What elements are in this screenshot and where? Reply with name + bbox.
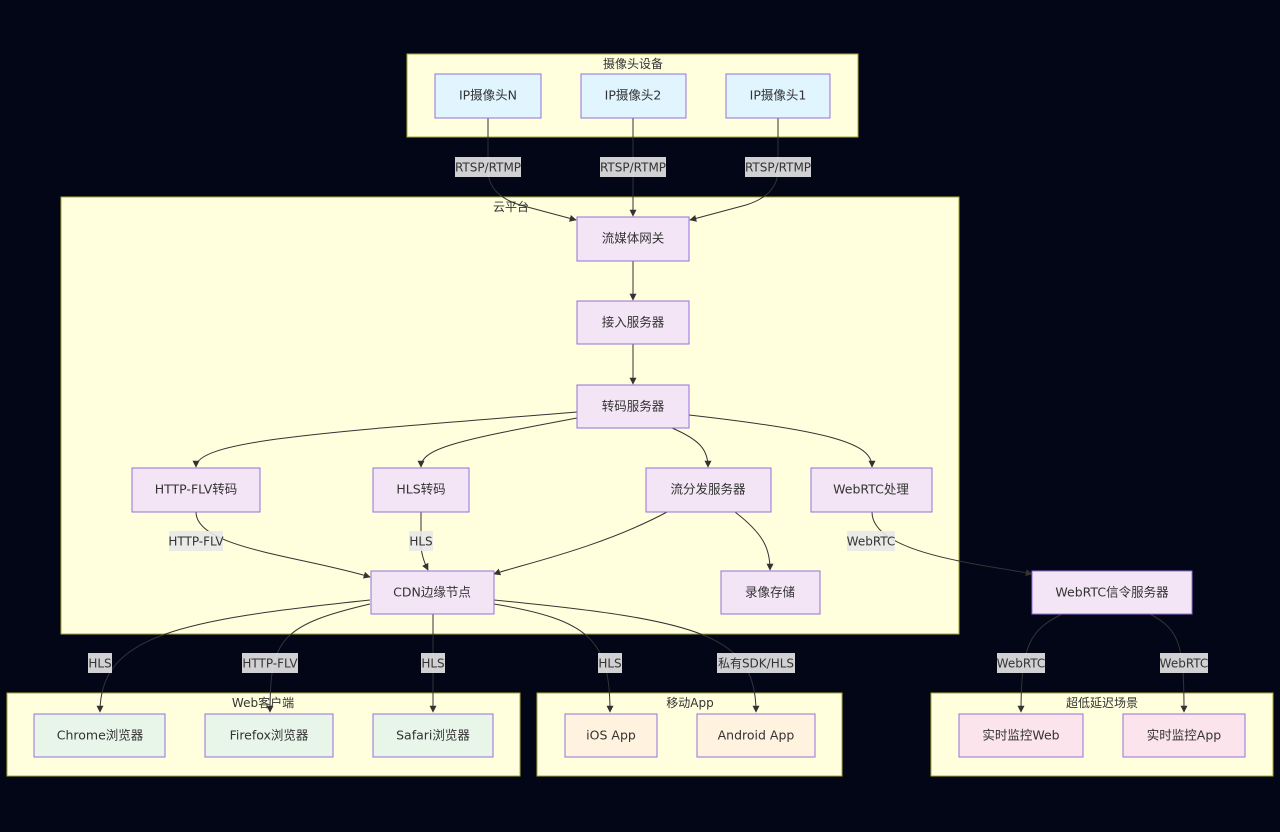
- node-safari-browser[interactable]: Safari浏览器: [372, 713, 494, 758]
- node-label: iOS App: [586, 728, 636, 743]
- edge-label-signal-web: WebRTC: [997, 653, 1046, 673]
- node-chrome-browser[interactable]: Chrome浏览器: [33, 713, 166, 758]
- node-label: HTTP-FLV转码: [155, 482, 238, 497]
- group-web-title: Web客户端: [232, 695, 294, 710]
- node-stream-gateway[interactable]: 流媒体网关: [576, 216, 690, 262]
- edge-label-text: HLS: [598, 657, 621, 671]
- node-label: IP摄像头N: [459, 88, 517, 103]
- node-label: Chrome浏览器: [57, 728, 144, 743]
- node-httpflv-transcode[interactable]: HTTP-FLV转码: [131, 467, 261, 513]
- node-camera-2[interactable]: IP摄像头2: [580, 73, 687, 119]
- edge-cdn-android: [493, 599, 760, 713]
- node-access-server[interactable]: 接入服务器: [576, 300, 690, 345]
- group-cameras-title: 摄像头设备: [603, 56, 663, 71]
- node-label: Firefox浏览器: [230, 728, 309, 743]
- node-label: WebRTC处理: [833, 482, 909, 497]
- group-mobile-title: 移动App: [666, 696, 713, 710]
- node-transcode-server[interactable]: 转码服务器: [576, 384, 690, 429]
- edge-dist-cdn: [493, 511, 668, 576]
- edge-label-text: WebRTC: [997, 657, 1046, 671]
- node-distribution-server[interactable]: 流分发服务器: [645, 467, 772, 513]
- edge-label-rtsp-2: RTSP/RTMP: [600, 157, 666, 177]
- node-monitor-app[interactable]: 实时监控App: [1122, 713, 1246, 758]
- node-label: 转码服务器: [602, 399, 665, 414]
- node-label: WebRTC信令服务器: [1055, 585, 1169, 600]
- node-camera-1[interactable]: IP摄像头1: [725, 73, 831, 119]
- node-android-app[interactable]: Android App: [696, 713, 816, 758]
- edge-transcode-dist: [671, 427, 712, 468]
- node-label: 实时监控App: [1147, 728, 1221, 743]
- node-label: IP摄像头2: [605, 88, 662, 103]
- edge-label-text: HLS: [409, 535, 432, 549]
- edge-label-text: HLS: [421, 657, 444, 671]
- edge-label-text: RTSP/RTMP: [455, 161, 521, 175]
- edge-signal-app: [1149, 613, 1188, 713]
- edge-label-text: RTSP/RTMP: [745, 161, 811, 175]
- node-cdn-edge[interactable]: CDN边缘节点: [370, 570, 495, 615]
- edge-label-cdn-firefox: HTTP-FLV: [242, 653, 298, 673]
- edge-label-text: WebRTC: [1160, 657, 1209, 671]
- group-ultra-title: 超低延迟场景: [1066, 695, 1138, 710]
- node-webrtc-signaling[interactable]: WebRTC信令服务器: [1031, 570, 1193, 615]
- edge-label-rtsp-1: RTSP/RTMP: [745, 157, 811, 177]
- edge-httpflv-cdn: [195, 511, 371, 579]
- node-label: 实时监控Web: [982, 728, 1059, 743]
- edge-label-text: WebRTC: [847, 535, 896, 549]
- node-camera-n[interactable]: IP摄像头N: [434, 73, 542, 119]
- node-label: 流分发服务器: [670, 482, 746, 497]
- edge-label-webrtc: WebRTC: [847, 531, 896, 551]
- edge-label-hls: HLS: [409, 531, 433, 551]
- edge-transcode-httpflv: [192, 411, 578, 468]
- edge-label-cdn-chrome: HLS: [88, 653, 112, 673]
- edge-transcode-hls: [417, 417, 578, 468]
- edge-label-cdn-safari: HLS: [421, 653, 445, 673]
- edge-cdn-ios: [493, 603, 614, 713]
- edge-label-text: 私有SDK/HLS: [718, 657, 794, 671]
- node-firefox-browser[interactable]: Firefox浏览器: [204, 713, 334, 758]
- node-label: IP摄像头1: [750, 88, 807, 103]
- edge-webrtc-signal: [871, 511, 1033, 577]
- edges: [96, 118, 1188, 713]
- edge-label-text: HTTP-FLV: [242, 657, 298, 671]
- node-label: Safari浏览器: [396, 728, 470, 743]
- edge-label-cdn-android: 私有SDK/HLS: [717, 653, 795, 673]
- edge-label-text: RTSP/RTMP: [600, 161, 666, 175]
- node-recording-storage[interactable]: 录像存储: [720, 570, 821, 615]
- node-label: 接入服务器: [602, 315, 665, 330]
- node-webrtc-processing[interactable]: WebRTC处理: [810, 467, 933, 513]
- edge-cdn-firefox: [266, 603, 371, 713]
- node-hls-transcode[interactable]: HLS转码: [372, 467, 470, 513]
- node-label: Android App: [718, 728, 795, 743]
- group-cloud-title: 云平台: [493, 199, 529, 214]
- node-label: 流媒体网关: [602, 231, 665, 246]
- edge-label-cdn-ios: HLS: [598, 653, 622, 673]
- edge-label-text: HTTP-FLV: [168, 535, 224, 549]
- edge-signal-web: [1017, 613, 1063, 713]
- node-ios-app[interactable]: iOS App: [564, 713, 658, 758]
- node-label: HLS转码: [396, 482, 445, 497]
- group-cloud: 云平台: [60, 196, 960, 635]
- node-label: 录像存储: [745, 585, 795, 600]
- edge-label-httpflv: HTTP-FLV: [168, 531, 224, 551]
- node-label: CDN边缘节点: [393, 585, 471, 600]
- edge-cdn-chrome: [96, 599, 371, 713]
- edge-label-signal-app: WebRTC: [1160, 653, 1209, 673]
- edge-dist-record: [734, 511, 774, 571]
- node-monitor-web[interactable]: 实时监控Web: [958, 713, 1084, 758]
- edge-label-rtsp-n: RTSP/RTMP: [455, 157, 521, 177]
- edge-transcode-webrtc: [688, 414, 876, 468]
- edge-label-text: HLS: [88, 657, 111, 671]
